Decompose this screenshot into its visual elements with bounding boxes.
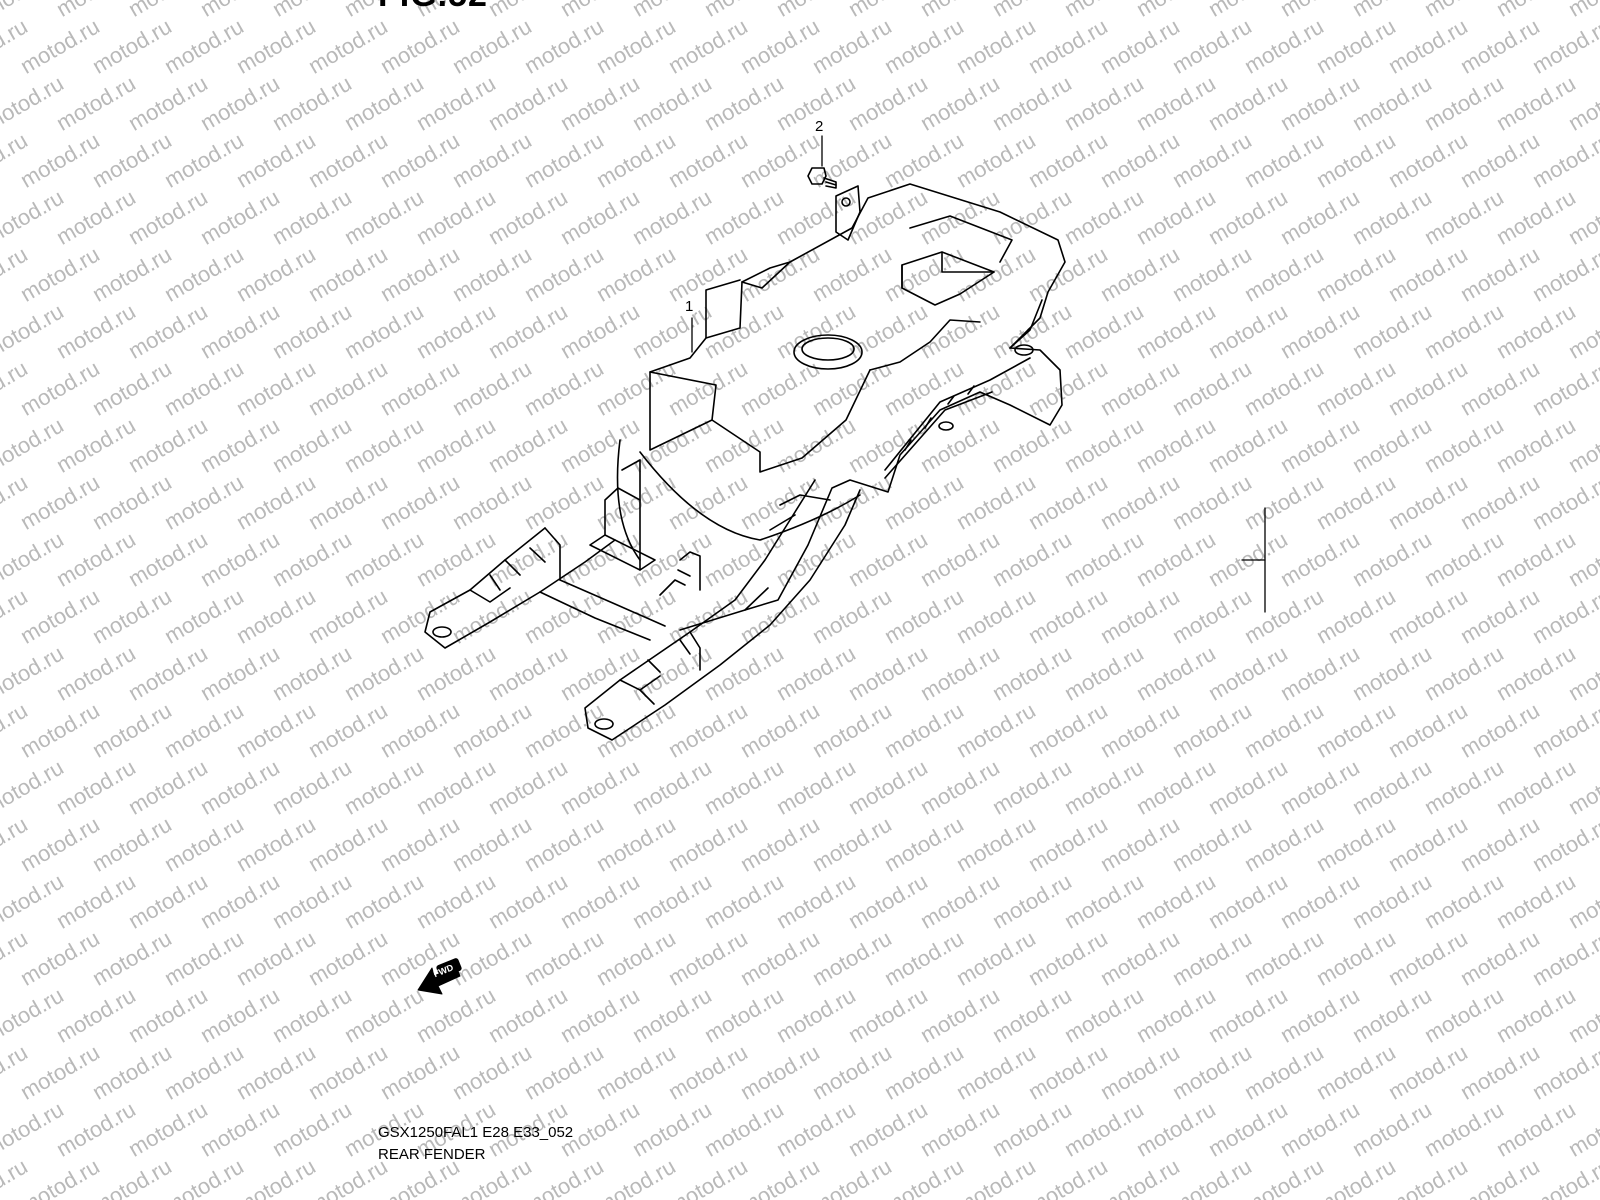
callout-1-label: 1 [685, 298, 694, 315]
rear-fender-part [424, 183, 1066, 741]
figure-title: FIG.52 [378, 0, 488, 15]
bolt-part [807, 167, 837, 189]
callout-2-label: 2 [815, 118, 824, 135]
model-code: GSX1250FAL1 E28 E33_052 [378, 1124, 574, 1141]
part-group-title: REAR FENDER [378, 1146, 486, 1163]
fwd-arrow-icon [417, 958, 462, 995]
figure-caption: GSX1250FAL1 E28 E33_052 REAR FENDER [378, 1122, 573, 1166]
